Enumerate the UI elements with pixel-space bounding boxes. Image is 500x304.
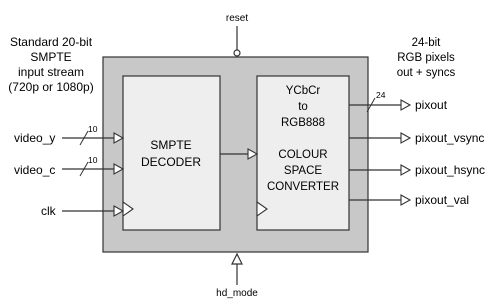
- clk-arrow-icon: [113, 205, 125, 217]
- output-pixels-note: 24-bit RGB pixels out + syncs: [397, 37, 456, 79]
- video-c-bus-width: 10: [88, 155, 98, 165]
- pixout-vsync-label: pixout_vsync: [415, 131, 484, 145]
- pixout-arrow-icon: [400, 99, 412, 111]
- reset-label: reset: [226, 13, 248, 24]
- pixout-bus-width: 24: [376, 90, 386, 100]
- video-c-label: video_c: [14, 163, 55, 177]
- pixout-hsync-arrow-icon: [400, 164, 412, 176]
- pixout-bus-slash: [366, 97, 376, 113]
- converter-label-line-3: RGB888: [281, 117, 325, 129]
- clk-label: clk: [41, 204, 57, 218]
- note-left-line-3: input stream: [18, 65, 84, 79]
- note-left-line-1: Standard 20-bit: [10, 35, 93, 49]
- decoder-label-line-2: DECODER: [141, 155, 201, 169]
- video-y-bus-width: 10: [88, 124, 98, 134]
- decoder-clock-input-icon: [122, 200, 134, 218]
- video-c-arrow-icon: [113, 163, 125, 175]
- pixout-hsync-label: pixout_hsync: [415, 163, 485, 177]
- video-y-arrow-icon: [113, 132, 125, 144]
- converter-clock-input-icon: [256, 200, 268, 218]
- note-right-line-2: RGB pixels: [397, 52, 455, 64]
- smpte-decoder-block: [122, 75, 221, 231]
- converter-label-line-5: COLOUR: [278, 149, 327, 161]
- input-stream-note: Standard 20-bit SMPTE input stream (720p…: [8, 35, 93, 94]
- note-left-line-4: (720p or 1080p): [8, 80, 93, 94]
- pixout-label: pixout: [415, 98, 448, 112]
- note-right-line-1: 24-bit: [412, 37, 442, 49]
- converter-label-line-2: to: [298, 101, 308, 113]
- reset-inversion-bubble-icon: [233, 49, 241, 57]
- hd-mode-label: hd_mode: [216, 288, 258, 299]
- video-y-bus-slash: [79, 130, 89, 146]
- pixout-vsync-arrow-icon: [400, 132, 412, 144]
- converter-label-line-6: SPACE: [284, 165, 322, 177]
- colour-space-converter-block: [256, 75, 350, 231]
- video-y-label: video_y: [14, 131, 55, 145]
- pixout-val-arrow-icon: [400, 194, 412, 206]
- converter-label-line-1: YCbCr: [286, 85, 321, 97]
- note-right-line-3: out + syncs: [397, 67, 456, 79]
- note-left-line-2: SMPTE: [30, 50, 71, 64]
- video-c-bus-slash: [79, 161, 89, 177]
- pixout-val-label: pixout_val: [415, 193, 469, 207]
- hd-mode-arrow-icon: [231, 252, 243, 265]
- decoder-to-converter-arrow-icon: [247, 148, 259, 160]
- decoder-label-line-1: SMPTE: [150, 138, 191, 152]
- converter-label-line-7: CONVERTER: [267, 181, 339, 193]
